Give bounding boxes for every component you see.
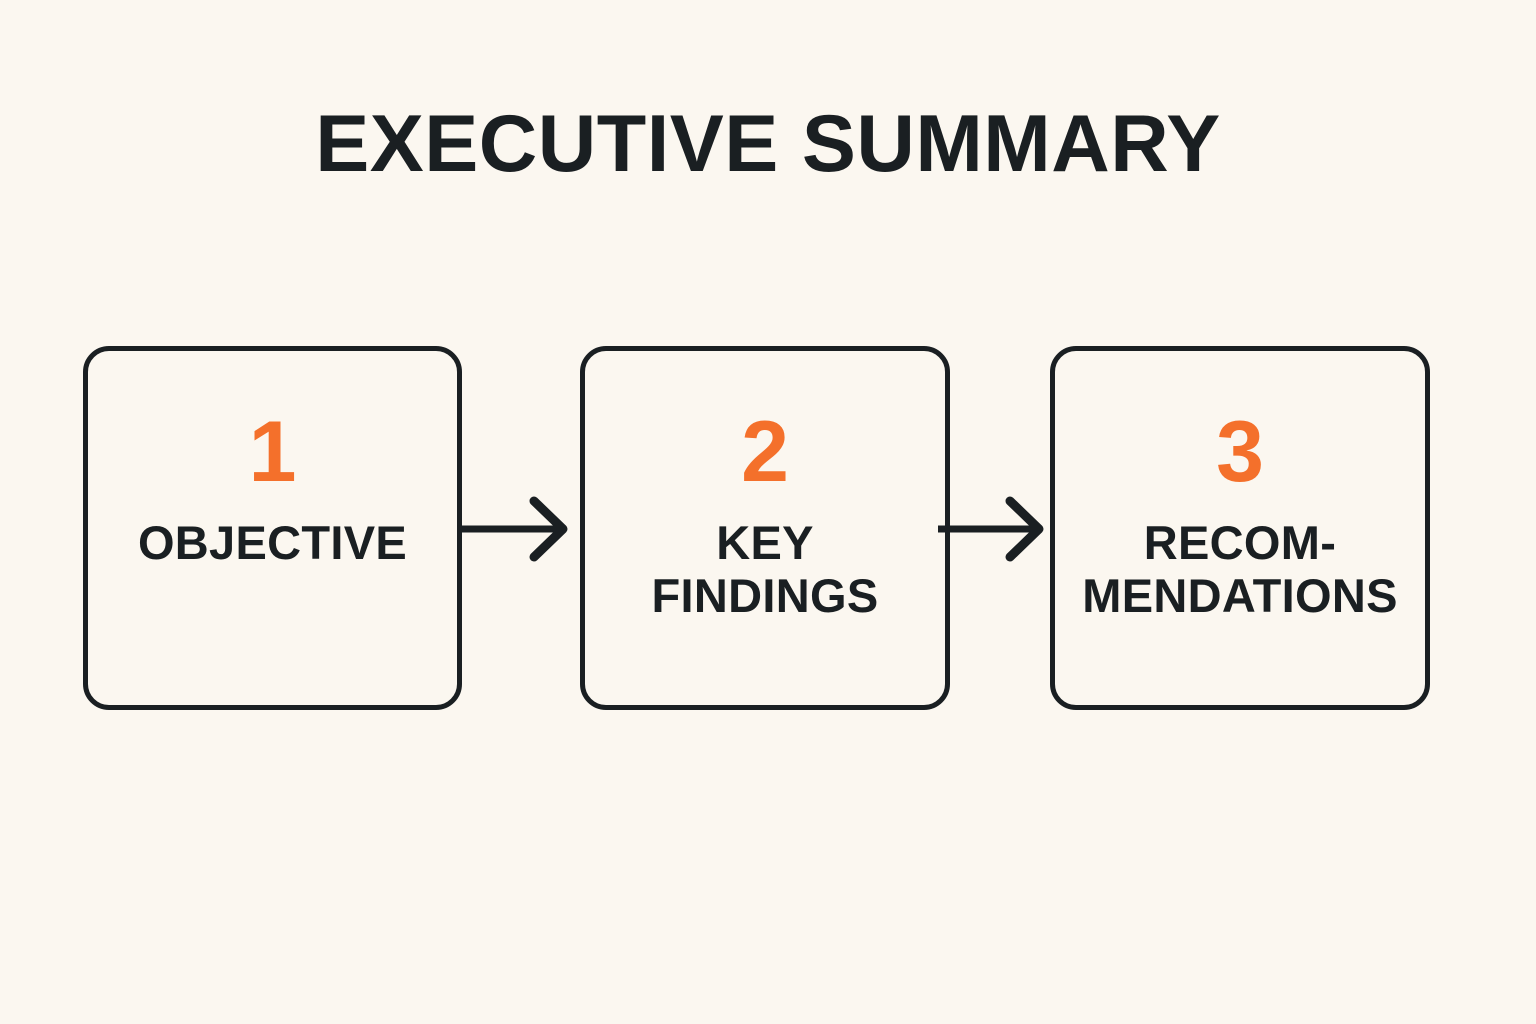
arrow-right-icon: [938, 496, 1044, 562]
arrow-right-icon: [462, 496, 568, 562]
step-label-3-line-1: RECOM-: [1143, 516, 1337, 569]
step-card-3[interactable]: 3 RECOM- MENDATIONS: [1050, 346, 1430, 710]
step-number-3: 3: [1216, 404, 1264, 500]
step-card-1[interactable]: 1 OBJECTIVE: [83, 346, 462, 710]
arrow-step1-to-step2: [462, 491, 574, 567]
step-label-1-line-1: OBJECTIVE: [137, 516, 408, 569]
page-title: EXECUTIVE SUMMARY: [315, 99, 1221, 189]
process-flow: 1 OBJECTIVE 2 KEY FINDINGS: [83, 346, 1430, 710]
step-number-1: 1: [248, 404, 297, 500]
arrow-step2-to-step3: [938, 491, 1050, 567]
step-card-2[interactable]: 2 KEY FINDINGS: [580, 346, 950, 710]
step-label-2: KEY FINDINGS: [646, 516, 885, 622]
step-label-3: RECOM- MENDATIONS: [1076, 516, 1403, 622]
step-number-2: 2: [741, 404, 789, 500]
step-label-1: OBJECTIVE: [132, 516, 413, 570]
step-label-2-line-2: FINDINGS: [651, 568, 879, 622]
step-label-3-line-2: MENDATIONS: [1082, 568, 1398, 622]
step-label-2-line-1: KEY: [716, 516, 814, 569]
